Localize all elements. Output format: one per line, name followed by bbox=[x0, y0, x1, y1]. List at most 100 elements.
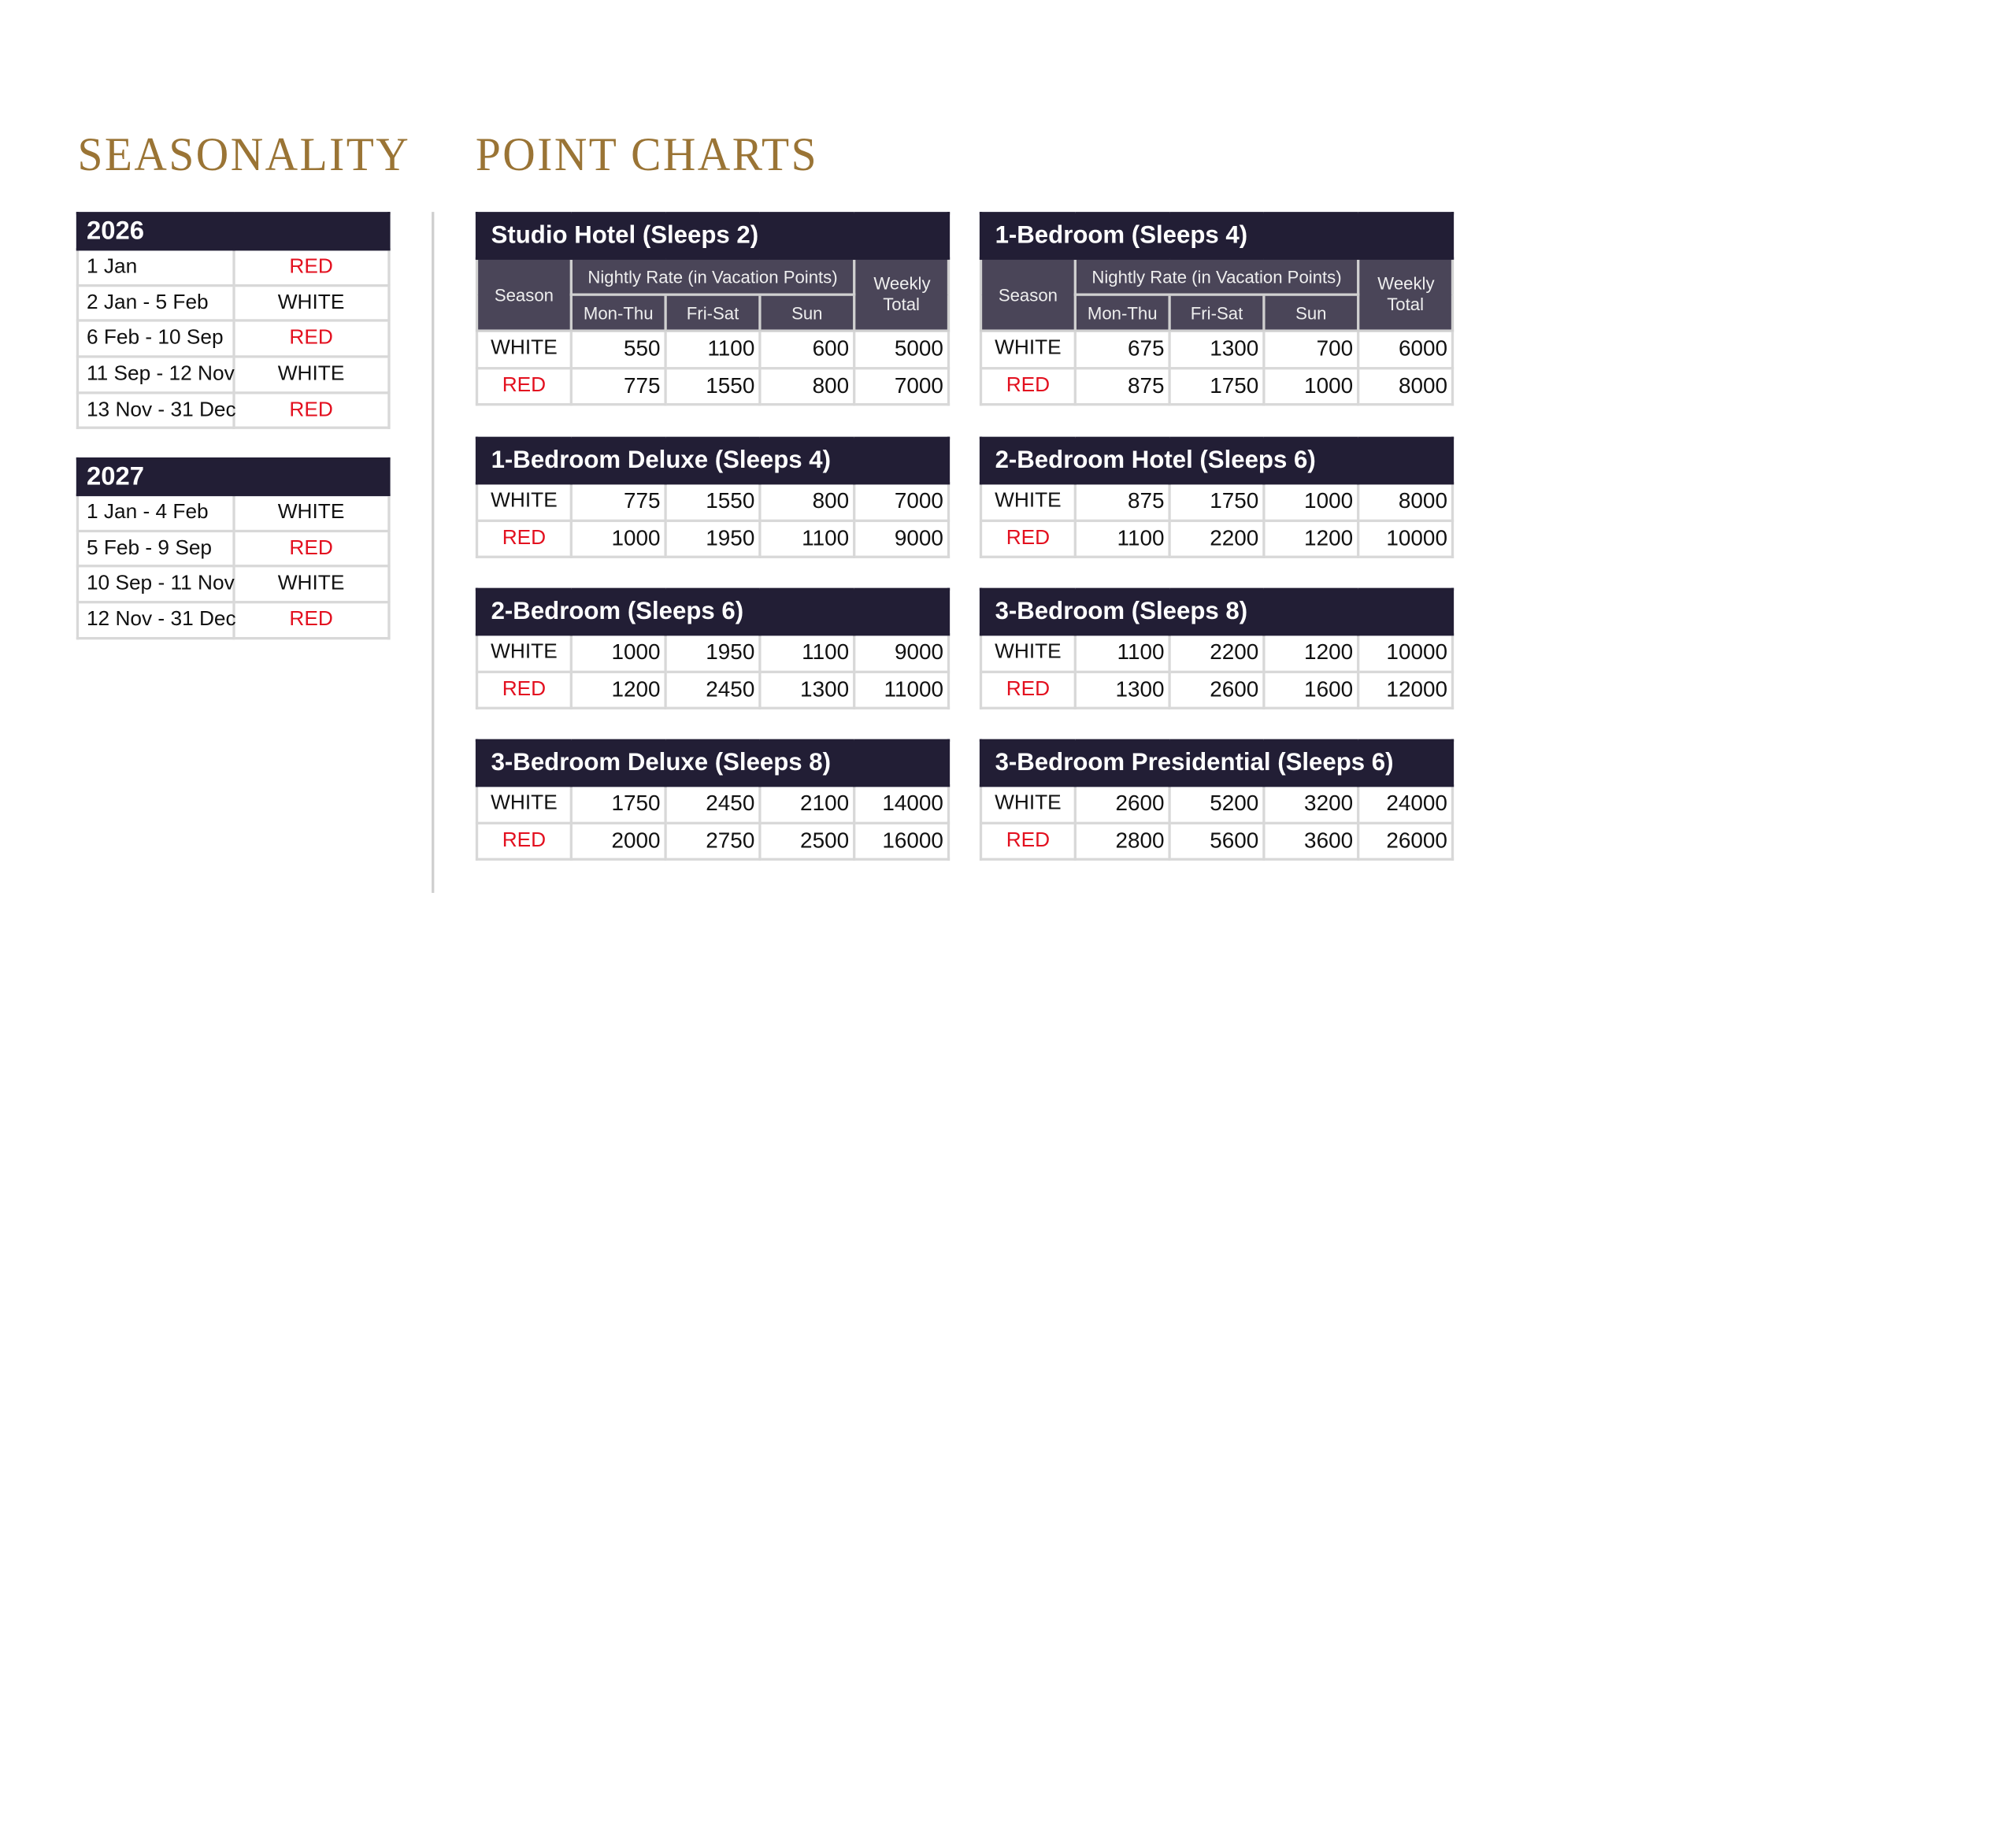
mon-thu-header: Mon-Thu bbox=[1073, 293, 1171, 332]
points-value: 775 bbox=[569, 482, 667, 522]
chart-title: 3-Bedroom Deluxe (Sleeps 8) bbox=[475, 739, 951, 787]
year-label: 2027 bbox=[76, 457, 391, 497]
chart-title: Studio Hotel (Sleeps 2) bbox=[475, 212, 951, 260]
points-value: 5600 bbox=[1168, 821, 1266, 861]
points-value: 1750 bbox=[1168, 482, 1266, 522]
year-header: 2027 bbox=[76, 457, 391, 497]
seasonality-heading: SEASONALITY bbox=[77, 128, 411, 181]
weekly-total-header: Weekly Total bbox=[853, 257, 951, 332]
points-value: 8000 bbox=[1357, 366, 1455, 406]
season-label: RED bbox=[475, 366, 573, 406]
nightly-rate-header: Nightly Rate (in Vacation Points) bbox=[1073, 257, 1360, 296]
sun-header: Sun bbox=[1262, 293, 1360, 332]
season-label: WHITE bbox=[475, 633, 573, 673]
points-value: 8000 bbox=[1357, 482, 1455, 522]
points-value: 1000 bbox=[569, 518, 667, 558]
chart-title-row: 2-Bedroom (Sleeps 6) bbox=[475, 587, 951, 636]
point-charts-heading: POINT CHARTS bbox=[475, 128, 819, 181]
points-value: 1100 bbox=[664, 329, 762, 369]
points-value: 2450 bbox=[664, 784, 762, 824]
points-value: 2450 bbox=[664, 669, 762, 709]
year-header: 2026 bbox=[76, 212, 391, 251]
points-value: 1100 bbox=[758, 518, 856, 558]
season-label: RED bbox=[232, 391, 391, 430]
season-label: RED bbox=[979, 821, 1077, 861]
points-value: 24000 bbox=[1357, 784, 1455, 824]
points-value: 2500 bbox=[758, 821, 856, 861]
points-value: 5200 bbox=[1168, 784, 1266, 824]
points-value: 7000 bbox=[853, 366, 951, 406]
season-label: WHITE bbox=[232, 283, 391, 323]
season-label: RED bbox=[979, 366, 1077, 406]
season-label: RED bbox=[232, 601, 391, 639]
points-value: 16000 bbox=[853, 821, 951, 861]
points-value: 11000 bbox=[853, 669, 951, 709]
chart-title: 1-Bedroom (Sleeps 4) bbox=[979, 212, 1455, 260]
date-range: 13 Nov - 31 Dec bbox=[76, 391, 236, 430]
date-range: 6 Feb - 10 Sep bbox=[76, 319, 235, 358]
season-label: WHITE bbox=[979, 329, 1077, 369]
points-value: 1100 bbox=[758, 633, 856, 673]
chart-title-row: 1-Bedroom (Sleeps 4) bbox=[979, 212, 1455, 260]
points-value: 875 bbox=[1073, 482, 1171, 522]
points-value: 775 bbox=[569, 366, 667, 406]
points-value: 2000 bbox=[569, 821, 667, 861]
points-value: 9000 bbox=[853, 518, 951, 558]
points-value: 14000 bbox=[853, 784, 951, 824]
chart-title-row: 3-Bedroom Deluxe (Sleeps 8) bbox=[475, 739, 951, 787]
season-header: Season bbox=[979, 257, 1077, 332]
points-value: 2800 bbox=[1073, 821, 1171, 861]
points-value: 800 bbox=[758, 366, 856, 406]
chart-title: 2-Bedroom (Sleeps 6) bbox=[475, 587, 951, 636]
points-value: 1200 bbox=[569, 669, 667, 709]
points-value: 12000 bbox=[1357, 669, 1455, 709]
points-value: 2200 bbox=[1168, 518, 1266, 558]
season-label: WHITE bbox=[979, 482, 1077, 522]
points-value: 9000 bbox=[853, 633, 951, 673]
points-value: 10000 bbox=[1357, 633, 1455, 673]
season-label: WHITE bbox=[979, 633, 1077, 673]
date-range: 1 Jan - 4 Feb bbox=[76, 493, 235, 532]
chart-title: 1-Bedroom Deluxe (Sleeps 4) bbox=[475, 436, 951, 485]
points-value: 675 bbox=[1073, 329, 1171, 369]
chart-title-row: Studio Hotel (Sleeps 2) bbox=[475, 212, 951, 260]
points-value: 1300 bbox=[1168, 329, 1266, 369]
season-label: RED bbox=[475, 669, 573, 709]
points-value: 1950 bbox=[664, 633, 762, 673]
points-value: 800 bbox=[758, 482, 856, 522]
weekly-total-header: Weekly Total bbox=[1357, 257, 1455, 332]
points-value: 1300 bbox=[758, 669, 856, 709]
points-value: 5000 bbox=[853, 329, 951, 369]
mon-thu-header: Mon-Thu bbox=[569, 293, 667, 332]
points-value: 2100 bbox=[758, 784, 856, 824]
season-label: RED bbox=[232, 248, 391, 287]
chart-title: 3-Bedroom (Sleeps 8) bbox=[979, 587, 1455, 636]
season-label: WHITE bbox=[475, 784, 573, 824]
chart-title-row: 2-Bedroom Hotel (Sleeps 6) bbox=[979, 436, 1455, 485]
year-label: 2026 bbox=[76, 212, 391, 251]
date-range: 1 Jan bbox=[76, 248, 235, 287]
date-range: 12 Nov - 31 Dec bbox=[76, 601, 236, 639]
points-value: 1550 bbox=[664, 482, 762, 522]
